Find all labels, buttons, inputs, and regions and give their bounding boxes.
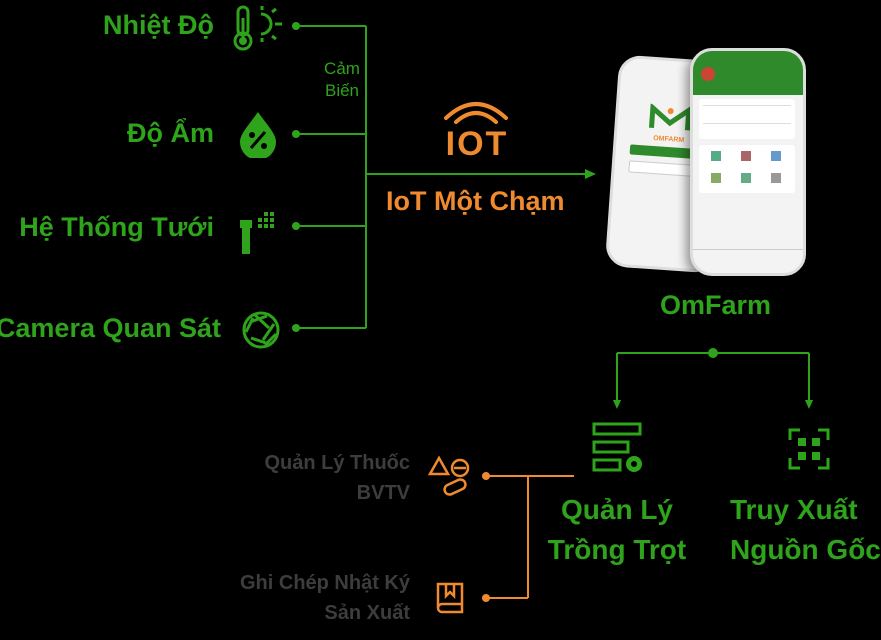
feature-grid <box>699 145 795 193</box>
logbook-icon <box>436 582 464 614</box>
crop-item-pesticide: Quản Lý Thuốc BVTV <box>264 452 410 504</box>
phone-dashboard-screen <box>690 48 806 276</box>
qr-trace-icon <box>788 428 830 470</box>
sensor-group-label: Cảm Biến <box>324 59 360 100</box>
stats-card <box>699 99 795 139</box>
sensor-label-temperature: Nhiệt Độ <box>103 10 214 40</box>
crop-item-logbook: Ghi Chép Nhật Ký Sản Xuất <box>239 572 410 624</box>
camera-aperture-icon <box>242 311 280 349</box>
omfarm-logo: OMFARM <box>647 102 693 144</box>
branch-label-trace: Truy Xuất Nguồn Gốc <box>730 494 881 565</box>
avatar <box>701 67 715 81</box>
tab-bar <box>693 249 803 250</box>
sensor-label-humidity: Độ Ẩm <box>127 118 214 148</box>
iot-label: IoT Một Chạm <box>386 186 565 216</box>
app-name: OmFarm <box>660 290 772 320</box>
sensor-label-irrigation: Hệ Thống Tưới <box>19 212 214 242</box>
pesticide-icon <box>428 456 470 496</box>
humidity-icon <box>240 112 276 158</box>
iot-wifi-icon <box>444 102 508 124</box>
dashboard-header <box>693 51 803 95</box>
sensor-label-camera: Camera Quan Sát <box>0 313 221 343</box>
branch-label-crop: Quản Lý Trồng Trọt <box>547 494 687 565</box>
crop-management-icon <box>592 422 642 472</box>
sprinkler-icon <box>240 212 274 254</box>
phone-login-screen: OMFARM <box>604 54 730 274</box>
iot-logo-text: IOT <box>445 125 509 163</box>
thermometer-icon <box>233 5 282 51</box>
